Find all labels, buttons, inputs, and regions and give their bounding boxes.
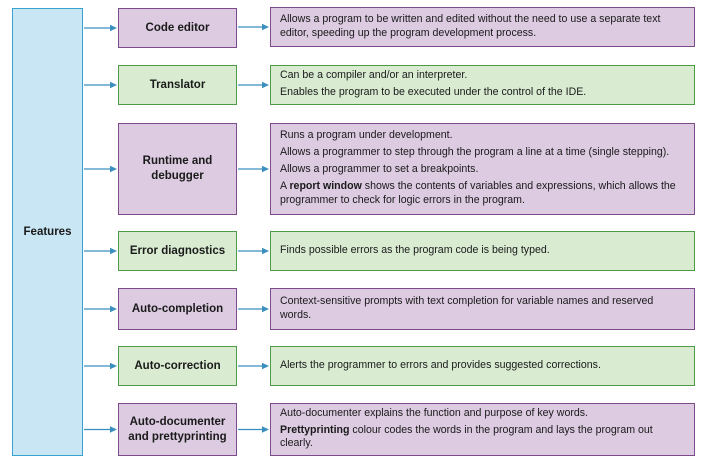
feature-box-runtime-and-debugger: Runtime and debugger: [118, 123, 237, 215]
description-line: A report window shows the contents of va…: [280, 180, 686, 208]
description-line: Allows a programmer to set a breakpoints…: [280, 163, 479, 176]
description-line: Alerts the programmer to errors and prov…: [280, 358, 601, 371]
feature-box-auto-completion: Auto-completion: [118, 288, 237, 330]
arrow-root-to-translator: [84, 81, 117, 89]
description-line: Can be a compiler and/or an interpreter.: [280, 69, 468, 82]
description-line: Finds possible errors as the program cod…: [280, 243, 550, 256]
description-box-auto-correction: Alerts the programmer to errors and prov…: [270, 346, 695, 386]
description-line: Runs a program under development.: [280, 129, 453, 142]
description-line: Allows a programmer to step through the …: [280, 146, 670, 159]
description-box-error-diagnostics: Finds possible errors as the program cod…: [270, 231, 695, 271]
description-box-runtime-and-debugger: Runs a program under development. Allows …: [270, 123, 695, 215]
features-root-label: Features: [23, 226, 72, 238]
feature-label: Runtime and debugger: [142, 155, 213, 182]
description-box-code-editor: Allows a program to be written and edite…: [270, 7, 695, 47]
arrow-root-to-code-editor: [84, 24, 117, 32]
description-box-auto-completion: Context-sensitive prompts with text comp…: [270, 288, 695, 330]
feature-label: Code editor: [145, 21, 210, 34]
arrow-root-to-auto-completion: [84, 305, 117, 313]
feature-box-error-diagnostics: Error diagnostics: [118, 231, 237, 271]
arrow-auto-correction-to-description: [238, 362, 269, 370]
description-text-after: colour codes the words in the program an…: [280, 423, 653, 450]
arrow-code-editor-to-description: [238, 23, 269, 31]
arrow-root-to-error-diagnostics: [84, 247, 117, 255]
description-line: Context-sensitive prompts with text comp…: [280, 294, 654, 321]
arrow-root-to-runtime-and-debugger: [84, 165, 117, 173]
feature-label: Auto-completion: [131, 302, 224, 315]
feature-box-auto-correction: Auto-correction: [118, 346, 237, 386]
description-text-after: shows the contents of variables and expr…: [280, 179, 676, 206]
arrow-root-to-auto-correction: [84, 362, 117, 370]
features-root-box: Features: [12, 8, 83, 456]
arrow-auto-completion-to-description: [238, 305, 269, 313]
description-line: Auto-documenter explains the function an…: [280, 406, 588, 419]
description-line: Allows a program to be written and edite…: [280, 12, 661, 39]
arrow-runtime-and-debugger-to-description: [238, 165, 269, 173]
description-line: Enables the program to be executed under…: [280, 86, 587, 98]
description-box-translator: Can be a compiler and/or an interpreter.…: [270, 65, 695, 105]
description-line: Prettyprinting colour codes the words in…: [280, 424, 686, 452]
description-box-auto-documenter-and-prettyprinting: Auto-documenter explains the function an…: [270, 403, 695, 456]
feature-label: Auto-documenter and prettyprinting: [128, 415, 227, 443]
feature-box-code-editor: Code editor: [118, 8, 237, 48]
description-bold-term: report window: [289, 179, 362, 192]
feature-box-auto-documenter-and-prettyprinting: Auto-documenter and prettyprinting: [118, 403, 237, 456]
arrow-root-to-auto-documenter-and-prettyprinting: [84, 426, 117, 433]
arrow-auto-documenter-and-prettyprinting-to-description: [238, 426, 269, 433]
feature-label: Error diagnostics: [129, 244, 226, 257]
description-bold-term: Prettyprinting: [280, 423, 350, 436]
feature-box-translator: Translator: [118, 65, 237, 105]
arrow-error-diagnostics-to-description: [238, 247, 269, 255]
feature-label: Auto-correction: [134, 359, 221, 372]
arrow-translator-to-description: [238, 81, 269, 89]
description-text-before: A: [280, 179, 290, 192]
feature-label: Translator: [149, 78, 206, 91]
